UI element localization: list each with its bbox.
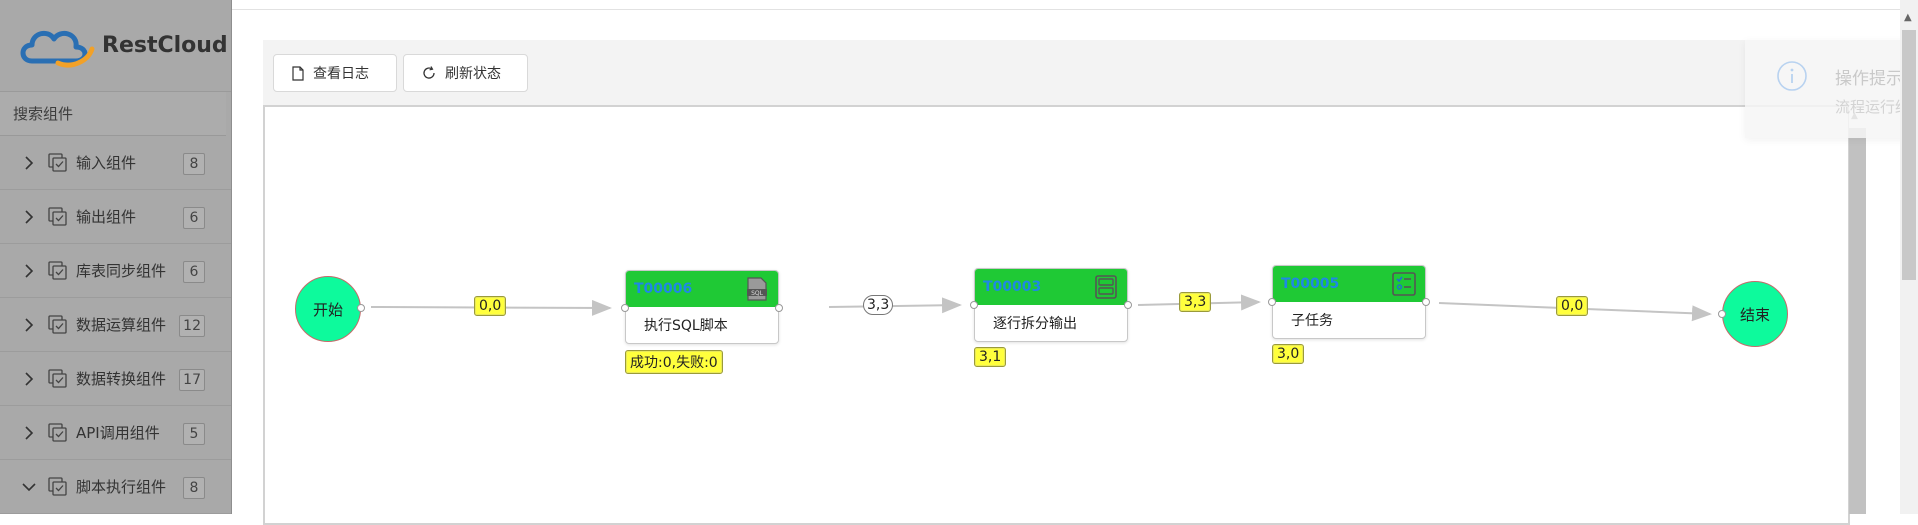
checkbox-copy-icon bbox=[48, 368, 67, 388]
sidebar-item-label: 脚本执行组件 bbox=[76, 478, 167, 496]
sidebar-item-label: 数据运算组件 bbox=[76, 316, 167, 334]
node-id: T00005 bbox=[1281, 276, 1340, 292]
sidebar-item-output[interactable]: 输出组件 6 bbox=[0, 190, 231, 244]
notice-description: 流程运行结果 bbox=[1835, 98, 1918, 116]
database-icon bbox=[1095, 275, 1117, 299]
operation-notice: 操作提示 流程运行结果 bbox=[1745, 40, 1918, 138]
header-divider bbox=[232, 9, 1918, 10]
chevron-down-icon bbox=[22, 480, 36, 494]
node-stats-label: 3,0 bbox=[1272, 344, 1305, 364]
sidebar-item-label: 库表同步组件 bbox=[76, 262, 167, 280]
node-stats-label: 3,1 bbox=[974, 347, 1007, 367]
edge-count-label: 0,0 bbox=[1556, 296, 1589, 316]
sidebar-item-table-sync[interactable]: 库表同步组件 6 bbox=[0, 244, 231, 298]
output-port[interactable] bbox=[357, 304, 365, 312]
edge-count-label: 3,3 bbox=[1179, 292, 1212, 312]
svg-text:SQL: SQL bbox=[751, 290, 764, 297]
edge-count-label: 0,0 bbox=[474, 296, 507, 316]
chevron-right-icon bbox=[22, 209, 36, 224]
chevron-right-icon bbox=[22, 425, 36, 440]
end-node[interactable]: 结束 bbox=[1722, 281, 1788, 347]
count-badge: 8 bbox=[183, 153, 205, 175]
sidebar-item-label: 输入组件 bbox=[76, 154, 137, 172]
sidebar-item-label: 数据转换组件 bbox=[76, 370, 167, 388]
output-port[interactable] bbox=[1124, 301, 1132, 309]
flow-canvas[interactable]: 开始 T00006 SQL 执行SQL脚本 T00003 逐行拆分输出 T000… bbox=[263, 105, 1850, 525]
node-stats-label: 成功:0,失败:0 bbox=[625, 350, 723, 374]
page-scrollbar-thumb[interactable] bbox=[1902, 30, 1916, 280]
cloud-logo-icon bbox=[20, 30, 95, 68]
chevron-right-icon bbox=[22, 263, 36, 278]
input-port[interactable] bbox=[1268, 298, 1276, 306]
chevron-right-icon bbox=[22, 317, 36, 332]
node-id: T00003 bbox=[983, 279, 1042, 295]
count-badge: 8 bbox=[183, 477, 205, 499]
toolbar: 查看日志 刷新状态 bbox=[263, 40, 1901, 106]
info-icon bbox=[1777, 61, 1807, 91]
sidebar-item-data-transform[interactable]: 数据转换组件 17 bbox=[0, 352, 231, 406]
flow-node-subtask[interactable]: T00005 子任务 bbox=[1272, 265, 1426, 339]
sidebar-item-input[interactable]: 输入组件 8 bbox=[0, 136, 231, 190]
canvas-scrollbar-thumb[interactable] bbox=[1849, 128, 1866, 514]
input-port[interactable] bbox=[1718, 310, 1726, 318]
search-components-input[interactable]: 搜索组件 bbox=[0, 92, 226, 136]
node-header: T00006 SQL bbox=[626, 271, 778, 307]
count-badge: 5 bbox=[183, 423, 205, 445]
flow-node-row-split[interactable]: T00003 逐行拆分输出 bbox=[974, 268, 1128, 342]
refresh-status-button[interactable]: 刷新状态 bbox=[403, 54, 528, 92]
count-badge: 6 bbox=[183, 207, 205, 229]
count-badge: 12 bbox=[179, 315, 205, 337]
count-badge: 6 bbox=[183, 261, 205, 283]
input-port[interactable] bbox=[621, 304, 629, 312]
sidebar-item-label: API调用组件 bbox=[76, 424, 160, 442]
file-icon bbox=[292, 65, 304, 81]
chevron-right-icon bbox=[22, 371, 36, 386]
component-sidebar: RestCloud 搜索组件 输入组件 8 输出组件 6 库表同步组件 6 数据… bbox=[0, 0, 232, 514]
node-header: T00003 bbox=[975, 269, 1127, 305]
count-badge: 17 bbox=[179, 369, 205, 391]
input-port[interactable] bbox=[970, 301, 978, 309]
checkbox-copy-icon bbox=[48, 422, 67, 442]
sidebar-item-script-exec[interactable]: 脚本执行组件 8 bbox=[0, 460, 231, 514]
node-id: T00006 bbox=[634, 281, 693, 297]
connector-line bbox=[828, 297, 962, 314]
start-label: 开始 bbox=[312, 300, 343, 319]
flow-node-sql-script[interactable]: T00006 SQL 执行SQL脚本 bbox=[625, 270, 779, 344]
checkbox-copy-icon bbox=[48, 152, 67, 172]
start-node[interactable]: 开始 bbox=[295, 276, 361, 342]
node-label: 逐行拆分输出 bbox=[993, 316, 1077, 332]
chevron-right-icon bbox=[22, 155, 36, 170]
task-list-icon bbox=[1392, 272, 1416, 296]
scroll-up-arrow-icon[interactable]: ▲ bbox=[1904, 12, 1912, 23]
view-log-label: 查看日志 bbox=[313, 66, 369, 82]
brand-name: RestCloud bbox=[102, 33, 228, 58]
node-header: T00005 bbox=[1273, 266, 1425, 302]
refresh-status-label: 刷新状态 bbox=[445, 66, 501, 82]
end-label: 结束 bbox=[1739, 305, 1770, 324]
node-label: 执行SQL脚本 bbox=[644, 318, 728, 334]
checkbox-copy-icon bbox=[48, 260, 67, 280]
sql-file-icon: SQL bbox=[747, 277, 767, 301]
sidebar-item-api-call[interactable]: API调用组件 5 bbox=[0, 406, 231, 460]
reload-icon bbox=[423, 66, 435, 79]
checkbox-copy-icon bbox=[48, 314, 67, 334]
sidebar-item-data-compute[interactable]: 数据运算组件 12 bbox=[0, 298, 231, 352]
sidebar-item-label: 输出组件 bbox=[76, 208, 137, 226]
brand-logo: RestCloud bbox=[0, 0, 231, 92]
output-port[interactable] bbox=[1422, 298, 1430, 306]
output-port[interactable] bbox=[775, 304, 783, 312]
view-log-button[interactable]: 查看日志 bbox=[273, 54, 397, 92]
checkbox-copy-icon bbox=[48, 206, 67, 226]
checkbox-copy-icon bbox=[48, 476, 67, 496]
notice-title: 操作提示 bbox=[1835, 69, 1903, 89]
node-label: 子任务 bbox=[1291, 313, 1333, 329]
edge-count-label: 3,3 bbox=[863, 295, 894, 315]
